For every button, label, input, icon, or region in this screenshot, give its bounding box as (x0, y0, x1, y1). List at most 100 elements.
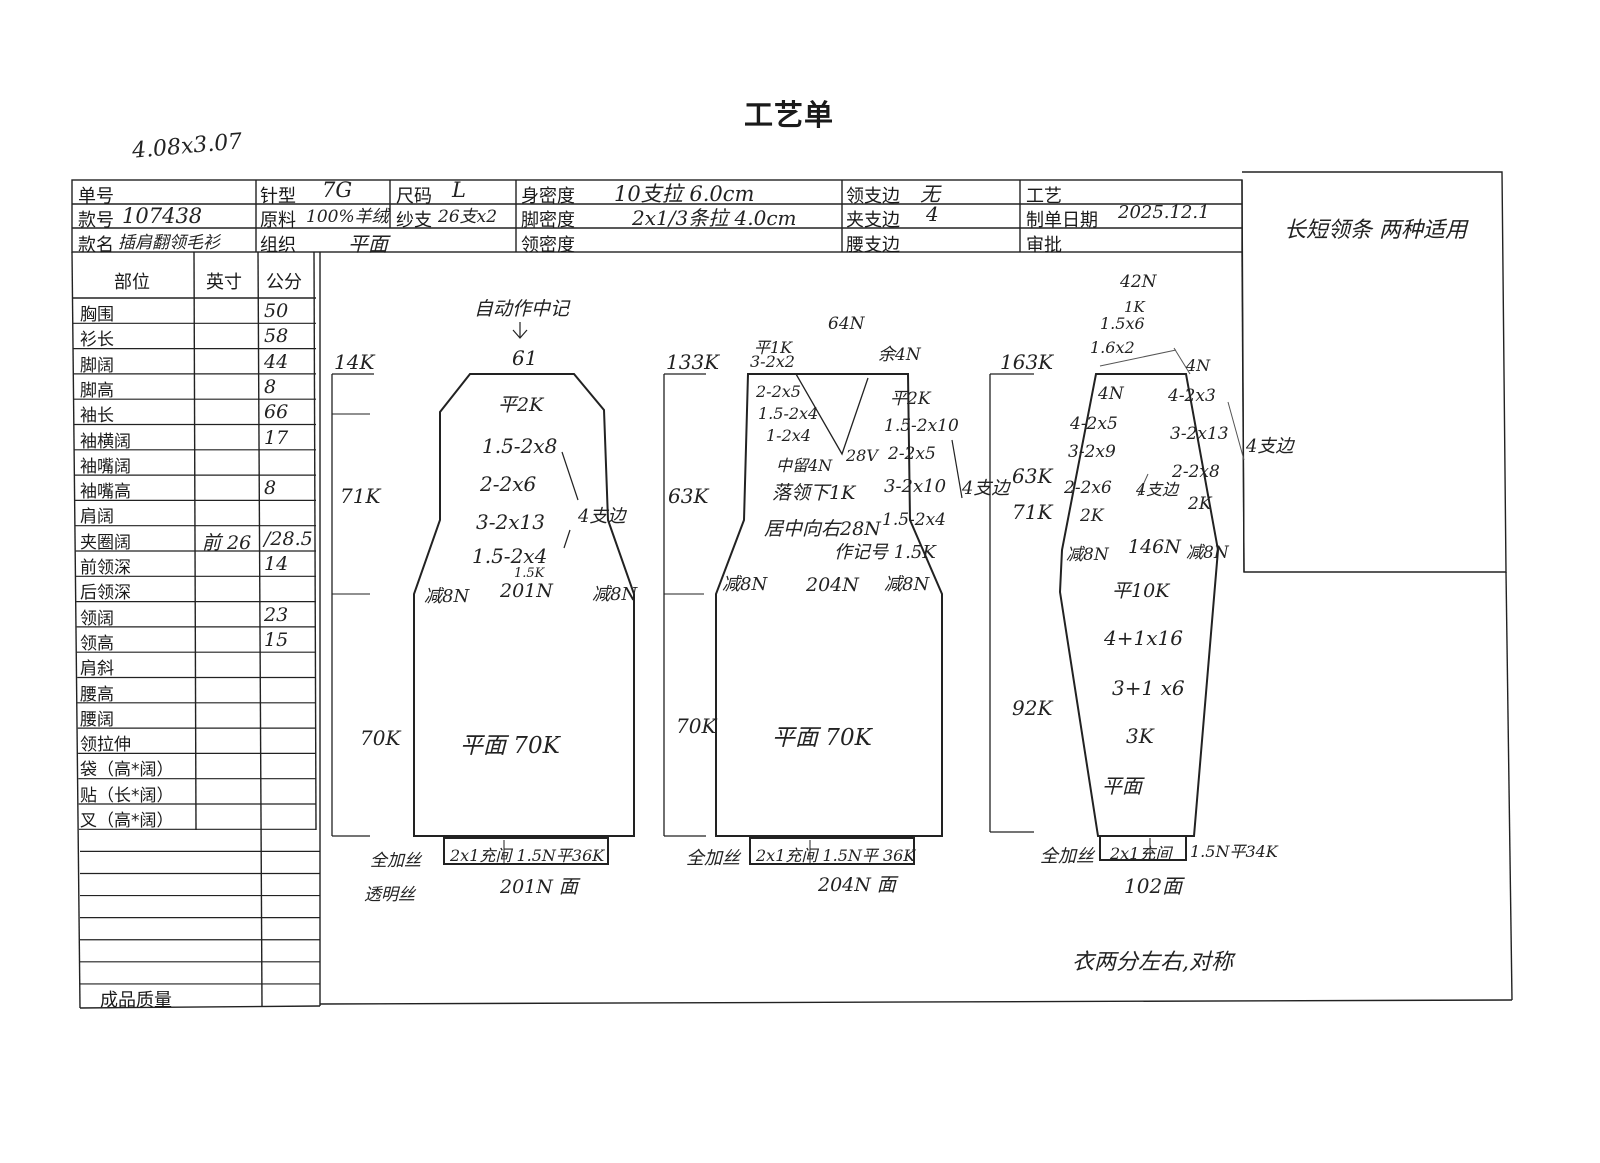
measure-part: 胸围 (80, 305, 114, 325)
material-value[interactable]: 100%羊绒 (306, 207, 389, 227)
front-r3: 2-2x5 (888, 444, 936, 464)
back-left-bottom: 70K (360, 726, 401, 750)
front-bottom-left: 全加丝 (686, 848, 740, 869)
measure-cm[interactable]: 23 (264, 603, 289, 626)
sleeve-r4: 2K (1188, 494, 1212, 514)
back-top-note: 自动作中记 (474, 298, 570, 320)
craft-label: 工艺 (1026, 186, 1062, 207)
back-dec-4: 1.5-2x4 (472, 544, 548, 568)
back-top-count: 61 (512, 346, 538, 370)
measure-part: 领阔 (80, 608, 114, 629)
weave-value[interactable]: 平面 (348, 232, 388, 256)
measure-part: 前领深 (80, 558, 131, 578)
back-side-note: 4支边 (578, 506, 626, 527)
front-n7: 1-2x4 (766, 426, 811, 445)
sleeve-i4: 3K (1126, 724, 1154, 748)
measure-header-cm: 公分 (266, 272, 302, 293)
front-n6: 1.5-2x4 (758, 404, 819, 423)
style-name-value[interactable]: 插肩翻领毛衫 (118, 233, 220, 253)
armhole-branch-value[interactable]: 4 (926, 202, 939, 226)
sleeve-side-note: 4支边 (1246, 436, 1294, 457)
collar-branch-label: 领支边 (846, 186, 900, 207)
measure-cm[interactable]: 14 (264, 553, 289, 575)
measure-cm[interactable]: 17 (264, 426, 289, 449)
measure-part: 脚高 (80, 380, 114, 401)
measure-footer: 成品质量 (100, 990, 172, 1011)
sleeve-bottom-left: 全加丝 (1040, 846, 1094, 867)
front-n12: 作记号 1.5K (834, 542, 936, 563)
side-note: 长短领条 两种适用 (1284, 218, 1467, 243)
weave-label: 组织 (260, 235, 296, 256)
sleeve-rib-right: 1.5N平34K (1190, 842, 1278, 861)
measure-cm[interactable]: 8 (264, 477, 277, 500)
front-n8: 中留4N (776, 456, 833, 475)
needle-label: 针型 (260, 186, 296, 207)
yarn-label: 纱支 (396, 210, 432, 231)
sleeve-count: 146N (1128, 536, 1181, 558)
yarn-value[interactable]: 26支x2 (438, 207, 498, 227)
style-no-value[interactable]: 107438 (122, 204, 203, 228)
front-r4: 3-2x10 (884, 476, 947, 497)
front-side-note: 4支边 (962, 478, 1010, 499)
front-reduce-right: 减8N (884, 574, 930, 595)
sleeve-l5: 2K (1080, 506, 1104, 526)
sleeve-left-mid-2: 71K (1012, 500, 1053, 524)
sleeve-r3: 2-2x8 (1172, 462, 1220, 482)
sleeve-t3: 1.6x2 (1090, 338, 1135, 357)
measure-part: 衫长 (80, 330, 114, 351)
sleeve-i3: 3+1 x6 (1112, 676, 1185, 700)
measure-part: 袖长 (80, 406, 114, 427)
measure-cm[interactable]: 58 (264, 325, 289, 348)
sleeve-r1: 4-2x3 (1168, 386, 1216, 406)
measure-part: 贴（长*阔） (80, 785, 174, 806)
measure-cm[interactable]: 15 (264, 628, 289, 651)
sleeve-reduce-right: 减8N (1186, 543, 1229, 563)
measure-cm[interactable]: /28.5 (264, 527, 313, 550)
sleeve-left-bottom: 92K (1012, 696, 1053, 720)
needle-value[interactable]: 7G (322, 178, 353, 202)
material-label: 原料 (260, 210, 296, 231)
measure-inch[interactable]: 前 26 (202, 531, 252, 554)
size-value[interactable]: L (452, 178, 466, 202)
front-reduce-left: 减8N (722, 574, 768, 595)
measure-cm[interactable]: 8 (264, 375, 277, 398)
back-body: 平面 70K (460, 733, 560, 759)
hem-density-label: 脚密度 (521, 210, 575, 231)
measure-part: 后领深 (80, 583, 131, 604)
measure-part: 领高 (80, 633, 114, 654)
back-bottom-left-2: 透明丝 (364, 885, 415, 905)
sleeve-i1: 平10K (1112, 580, 1170, 602)
sleeve-rib: 2x1充间 (1110, 844, 1172, 863)
back-dec-3: 3-2x13 (476, 510, 545, 534)
date-value[interactable]: 2025.12.1 (1118, 202, 1210, 223)
sleeve-i2: 4+1x16 (1104, 626, 1183, 650)
measure-part: 腰高 (80, 684, 114, 705)
page-title: 工艺单 (744, 98, 835, 132)
back-left-mid: 71K (340, 484, 381, 508)
sleeve-l4: 2-2x6 (1064, 478, 1112, 498)
body-density-value[interactable]: 10支拉 6.0cm (614, 182, 755, 206)
measure-header-inch: 英寸 (206, 272, 242, 293)
hem-density-value[interactable]: 2x1/3条拉 4.0cm (632, 206, 797, 230)
sleeve-left-mid-1: 63K (1012, 464, 1053, 488)
measure-part: 叉（高*阔） (80, 811, 174, 831)
front-n9: 28V (846, 446, 878, 465)
sleeve-r2: 3-2x13 (1170, 424, 1229, 444)
measure-cm[interactable]: 50 (264, 300, 289, 322)
front-count: 204N (806, 574, 859, 596)
sleeve-l3: 3-2x9 (1068, 442, 1116, 462)
front-left-bottom: 70K (676, 714, 717, 738)
measure-cm[interactable]: 44 (264, 350, 289, 373)
measure-header-part: 部位 (114, 272, 150, 293)
measure-part: 袖嘴阔 (80, 456, 131, 477)
measure-cm[interactable]: 66 (264, 401, 289, 424)
sleeve-mid-note: 4支边 (1136, 480, 1179, 499)
style-no-label: 款号 (78, 210, 114, 231)
sleeve-reduce-left: 减8N (1066, 545, 1109, 565)
measure-part: 袋（高*阔） (80, 760, 174, 781)
measure-part: 袖嘴高 (80, 482, 131, 503)
collar-density-label: 领密度 (521, 235, 575, 256)
collar-branch-value[interactable]: 无 (920, 182, 940, 206)
waist-branch-label: 腰支边 (846, 235, 900, 256)
front-r5: 1.5-2x4 (882, 510, 946, 530)
